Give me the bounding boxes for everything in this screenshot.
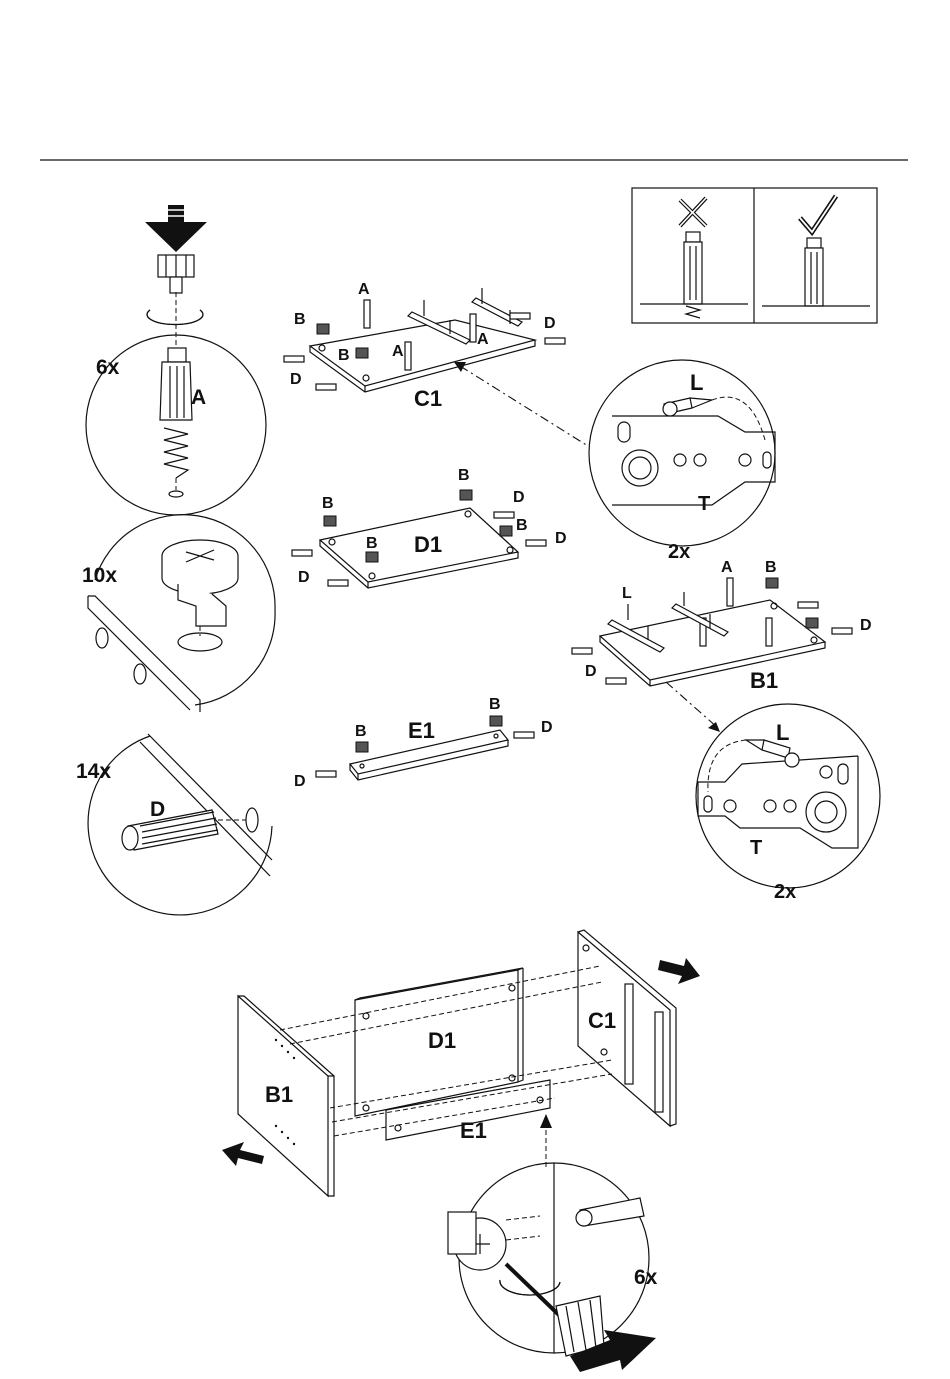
e1-label-b-right: B [489, 696, 501, 713]
dowel-icon [122, 810, 218, 850]
hinge-bottom-qty: 2x [774, 881, 796, 903]
panel-c1-prep: A A A B B D D C1 [284, 281, 565, 411]
c1-panel-label: C1 [414, 386, 442, 411]
hinge-bottom-label-l: L [776, 720, 789, 745]
final-cam-qty: 6x [634, 1266, 658, 1289]
assembly-b1-label: B1 [265, 1082, 293, 1107]
e1-label-d-left: D [294, 773, 306, 790]
b1-panel-label: B1 [750, 668, 778, 693]
hinge-detail-bottom: L T 2x [696, 704, 880, 903]
cam-bolt-detail: 6x A [86, 205, 266, 515]
e1-label-d-right: D [541, 719, 553, 736]
hinge-detail-top: L T 2x [589, 360, 775, 563]
b1-label-a: A [721, 559, 733, 576]
cross-mark-icon [680, 198, 706, 226]
dowel-part-label: D [150, 798, 165, 821]
d1-label-d-right: D [555, 530, 567, 547]
depth-check-box [632, 188, 877, 323]
panel-d1-prep: B B B B D D D D1 [292, 467, 567, 588]
hinge-bottom-label-t: T [750, 837, 762, 859]
panel-e1-prep: B B D D E1 [294, 696, 553, 790]
correct-bolt-icon [805, 238, 823, 306]
dowel-detail: 14x D [76, 734, 272, 915]
cam-tighten-detail: 6x [448, 1163, 658, 1372]
rotate-arrow-icon [147, 310, 203, 325]
cam-lock-icon [162, 540, 238, 626]
d1-label-b-right: B [516, 517, 528, 534]
hinge-top-label-t: T [698, 493, 710, 515]
c1-label-d-right: D [544, 315, 556, 332]
b1-label-l: L [622, 585, 632, 602]
assembly-c1-label: C1 [588, 1008, 616, 1033]
d1-panel-label: D1 [414, 532, 442, 557]
dowel-qty: 14x [76, 760, 111, 783]
b1-label-b: B [765, 559, 777, 576]
cam-lock-detail: 10x [82, 515, 275, 712]
e1-panel-label: E1 [408, 718, 435, 743]
hex-bit-icon [158, 255, 194, 293]
cam-bolt-icon [160, 348, 192, 478]
c1-label-a-right: A [477, 331, 489, 348]
incorrect-bolt-icon [684, 232, 702, 318]
c1-label-d-left: D [290, 371, 302, 388]
b1-label-d-right: D [860, 617, 872, 634]
check-mark-icon [800, 196, 836, 232]
cam-bolt-qty: 6x [96, 356, 120, 379]
c1-label-a-left: A [358, 281, 370, 298]
hinge-top-label-l: L [690, 370, 703, 395]
screw-icon [663, 398, 712, 416]
final-assembly: B1 D1 E1 C1 [222, 930, 700, 1196]
panel-b1-prep: L A B D D B1 [572, 559, 872, 693]
c1-label-b-mid: B [338, 347, 350, 364]
push-arrow-icon [222, 1142, 264, 1166]
assembly-e1-label: E1 [460, 1118, 487, 1143]
b1-label-d-left: D [585, 663, 597, 680]
cam-lock-qty: 10x [82, 564, 117, 587]
screwdriver-icon [506, 1264, 604, 1356]
assembly-d1-label: D1 [428, 1028, 456, 1053]
d1-label-d-top: D [513, 489, 525, 506]
push-arrow-icon [658, 958, 700, 984]
hinge-top-qty: 2x [668, 541, 690, 563]
cam-bolt-part-label: A [191, 386, 206, 409]
push-arrow-icon [145, 205, 207, 252]
c1-label-a-mid: A [392, 343, 404, 360]
d1-label-d-left: D [298, 569, 310, 586]
d1-label-b-mid: B [366, 535, 378, 552]
e1-label-b-left: B [355, 723, 367, 740]
d1-label-b-left: B [322, 495, 334, 512]
c1-label-b-left: B [294, 311, 306, 328]
d1-label-b-top: B [458, 467, 470, 484]
